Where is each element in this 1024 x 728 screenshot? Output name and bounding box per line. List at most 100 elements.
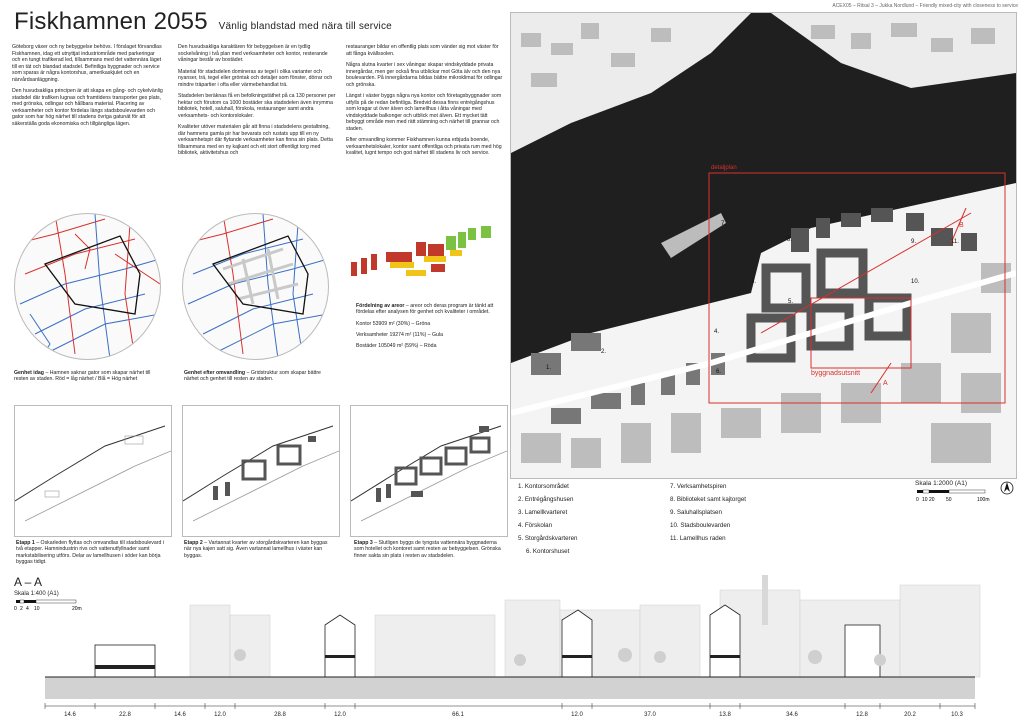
caption-bold: Genhet idag	[14, 370, 44, 376]
dimension-label: 66.1	[452, 712, 464, 718]
etapp-2-panel	[182, 405, 340, 537]
legend-item: 4. Förskolan	[518, 522, 553, 529]
dimension-label: 12.0	[334, 712, 346, 718]
dimension-label: 12.0	[214, 712, 226, 718]
caption-after: Genhet efter omvandling – Gridstruktur s…	[184, 370, 334, 383]
map-scale-label: Skala 1:2000 (A1)	[915, 480, 968, 487]
legend-item: 5. Storgårdskvarteren	[518, 535, 578, 542]
section-drawing: 14.6 22.8 14.6 12.0 28.8 12.0 66.1 12.0 …	[0, 575, 1024, 723]
map-number: 11.	[951, 239, 959, 245]
area-bostader: Bostäder 105049 m² (59%) – Röda	[356, 343, 437, 350]
legend-item: 8. Biblioteket samt kajtorget	[670, 496, 747, 503]
analysis-today-circle	[14, 213, 161, 360]
etapp-2-plan	[183, 425, 339, 522]
area-diagram	[346, 212, 504, 300]
section-scale-label: Skala 1:400 (A1)	[14, 591, 59, 597]
legend-item: 2. Entrégångshusen	[518, 496, 574, 503]
map-number: 9.	[911, 239, 916, 245]
caption-bold: Genhet efter omvandling	[184, 370, 246, 376]
label-byggnadsutsnitt: byggnadsutsnitt	[811, 370, 860, 377]
label-detaljplan: detaljplan	[711, 165, 737, 171]
dimension-label: 22.8	[119, 712, 131, 718]
text-column-2: Den huvudsakliga karaktären för bebyggel…	[178, 44, 336, 162]
caption-bold: Etapp 2	[184, 540, 203, 546]
legend-item: 7. Verksamhetspiren	[670, 483, 727, 490]
paragraph: restauranger bildar en offentlig plats s…	[346, 44, 499, 57]
legend-item: 9. Saluhallsplatsen	[670, 509, 722, 516]
credit-line: ACEX05 – Ritsal 3 – Jukka Nordlund – Fri…	[832, 3, 1018, 9]
caption-today: Genhet idag – Hamnen saknar gator som sk…	[14, 370, 164, 383]
map-number: 8.	[787, 237, 792, 243]
paragraph: Material för stadsdelen domineras av teg…	[178, 68, 333, 88]
paragraph: Den huvudsakliga karaktären för bebyggel…	[178, 44, 328, 63]
paragraph: Kvaliteter utöver materialen går att fin…	[178, 124, 333, 156]
caption-etapp-2: Etapp 2 – Vartannat kvarter av storgårds…	[184, 540, 334, 559]
caption-text: – Hamnen saknar gator som skapar närhet …	[14, 370, 151, 383]
caption-bold: Fördelning av areor	[356, 303, 405, 309]
area-verksamheter: Verksamheter 19274 m² (11%) – Gula	[356, 331, 443, 338]
section-scale-bar: 0 2 4 10 20m	[14, 598, 94, 617]
scale-tick: 2	[20, 606, 23, 612]
analysis-after-circle	[182, 213, 329, 360]
dimension-label: 14.6	[174, 712, 186, 718]
map-number: 4.	[714, 329, 719, 335]
legend-item: 11. Lamellhus raden	[670, 535, 726, 542]
paragraph: Den huvudsakliga principen är att skapa …	[12, 88, 163, 127]
dimension-label: 13.8	[719, 712, 731, 718]
scale-tick: 100m	[977, 497, 990, 503]
label-a: A	[883, 380, 888, 387]
dimension-label: 14.6	[64, 712, 76, 718]
scale-tick: 0	[916, 497, 919, 503]
legend-item: 6. Kontorshuset	[526, 548, 570, 555]
map-scale-bar: 0 10 20 50 100m	[916, 489, 990, 503]
caption-text: – Gridstruktur som skapar bättre närhet …	[184, 370, 321, 383]
dimension-label: 20.2	[904, 712, 916, 718]
text-column-1: Göteborg växer och ny bebyggelse behövs.…	[12, 44, 164, 132]
area-diagram-svg	[351, 226, 491, 276]
dimension-label: 10.3	[951, 712, 963, 718]
dimension-label: 37.0	[644, 712, 656, 718]
paragraph: Längst i väster byggs några nya kontor o…	[346, 93, 502, 132]
paragraph: Stadsdelen beräknas få en befolkningstät…	[178, 93, 336, 119]
legend-item: 10. Stadsboulevarden	[670, 522, 731, 529]
scale-tick: 10	[922, 497, 928, 503]
map-number: 10.	[911, 279, 920, 285]
map-number: 5.	[788, 299, 793, 305]
dimension-label: 28.8	[274, 712, 286, 718]
caption-text: – Vartannat kvarter av storgårdskvartere…	[184, 540, 328, 559]
map-scale: Skala 1:2000 (A1) 0 10 20 50 100m	[915, 480, 1010, 507]
paragraph: Några slutna kvarter i sex våningar skap…	[346, 62, 503, 88]
caption-text: – areor och deras program är tänkt att f…	[356, 303, 494, 316]
map-number: 7.	[721, 221, 726, 227]
scale-tick: 50	[946, 497, 952, 503]
text-column-3: restauranger bildar en offentlig plats s…	[346, 44, 504, 162]
etapp-3-panel	[350, 405, 508, 537]
dimension-label: 12.0	[571, 712, 583, 718]
caption-etapp-3: Etapp 3 – Slutligen byggs de tyngsta vat…	[354, 540, 504, 559]
section-svg: 14.6 22.8 14.6 12.0 28.8 12.0 66.1 12.0 …	[44, 575, 981, 718]
legend-item: 1. Kontorsområdet	[518, 483, 569, 490]
legend: 1. Kontorsområdet 2. Entrégångshusen 3. …	[518, 482, 918, 557]
north-arrow-icon	[1000, 480, 1014, 501]
analysis-after-map	[183, 214, 328, 359]
etapp-1-plan	[15, 425, 171, 522]
map-number: 3.	[751, 279, 756, 285]
caption-bold: Etapp 3	[354, 540, 373, 546]
etapp-1-panel	[14, 405, 172, 537]
caption-etapp-1: Etapp 1 – Oskarleden flyttas och omvandl…	[16, 540, 166, 565]
site-plan: detaljplan byggnadsutsnitt A B 1. 2. 3. …	[510, 12, 1017, 479]
scale-tick: 0	[14, 606, 17, 612]
paragraph: Göteborg växer och ny bebyggelse behövs.…	[12, 44, 162, 83]
map-number: 1.	[546, 365, 551, 371]
caption-text: – Slutligen byggs de tyngsta vattennära …	[354, 540, 501, 559]
site-plan-svg: detaljplan byggnadsutsnitt A B 1. 2. 3. …	[511, 13, 1016, 468]
map-number: 2.	[601, 349, 606, 355]
scale-tick: 4	[26, 606, 29, 612]
area-caption: Fördelning av areor – areor och deras pr…	[356, 303, 504, 349]
page-title: Fiskhamnen 2055 Vänlig blandstad med när…	[14, 8, 392, 36]
caption-text: – Oskarleden flyttas och omvandlas till …	[16, 540, 164, 565]
analysis-today-map	[15, 214, 160, 359]
dimension-label: 34.6	[786, 712, 798, 718]
scale-tick: 10	[34, 606, 40, 612]
caption-bold: Etapp 1	[16, 540, 35, 546]
